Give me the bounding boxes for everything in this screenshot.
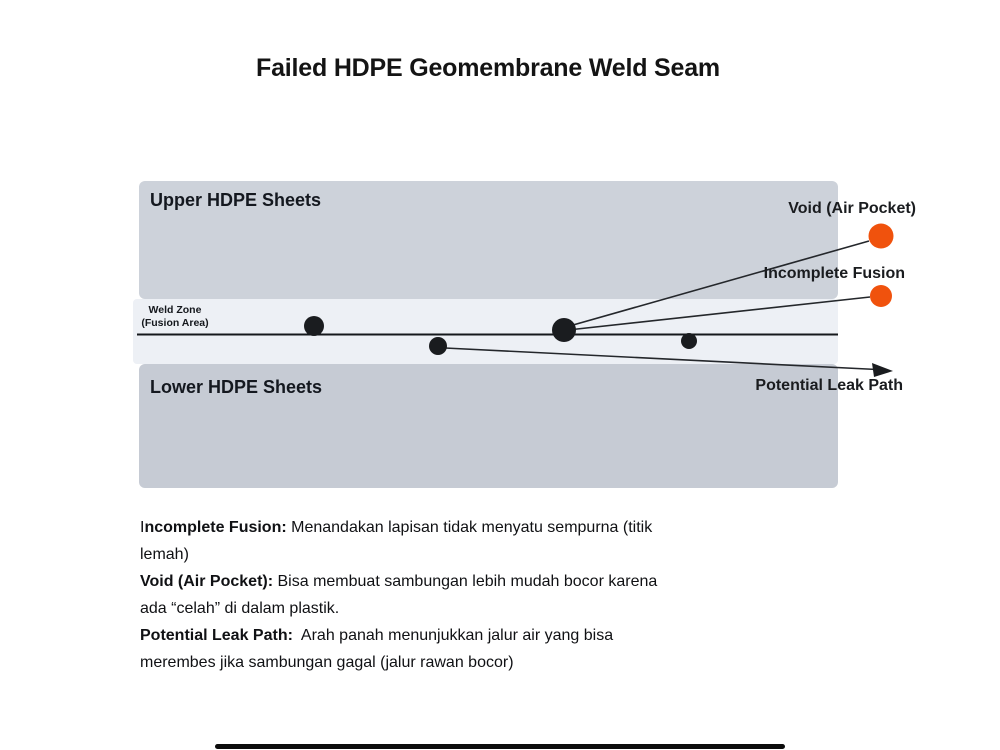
legend-line-3: Void (Air Pocket): Bisa membuat sambunga… [140, 573, 658, 590]
incomplete-fusion-marker-circle [870, 285, 892, 307]
lower-sheet-region: Lower HDPE Sheets [139, 364, 838, 488]
legend-line-6: merembes jika sambungan gagal (jalur raw… [140, 654, 514, 671]
lower-sheet-label: Lower HDPE Sheets [150, 377, 323, 397]
incomplete-fusion-label: Incomplete Fusion [763, 265, 905, 282]
weld-zone-label: Weld Zone (Fusion Area) [133, 304, 217, 329]
legend-line-1: Incomplete Fusion: Menandakan lapisan ti… [140, 519, 653, 536]
fusion-defect-dot-main [552, 318, 576, 342]
legend-text: Incomplete Fusion: Menandakan lapisan ti… [140, 514, 860, 676]
home-indicator-bar[interactable] [215, 744, 785, 749]
weld-zone-label-line1: Weld Zone [148, 304, 202, 316]
void-label: Void (Air Pocket) [788, 200, 916, 217]
fusion-defect-dot-3 [681, 333, 697, 349]
fusion-defect-dot-2 [429, 337, 447, 355]
upper-sheet-region: Upper HDPE Sheets [139, 181, 838, 299]
legend-line-4: ada “celah” di dalam plastik. [140, 600, 340, 617]
legend-line-2: lemah) [140, 546, 189, 563]
upper-sheet-label: Upper HDPE Sheets [150, 190, 322, 210]
void-marker-circle [868, 223, 894, 249]
leak-path-arrowhead [872, 363, 893, 377]
leak-path-label: Potential Leak Path [755, 377, 903, 394]
annotation-line-void [565, 240, 870, 328]
leak-path-line [444, 347, 878, 371]
weld-zone-band [133, 299, 838, 364]
annotation-line-incomplete-fusion [567, 296, 871, 331]
legend-line-5: Potential Leak Path: Arah panah menunjuk… [140, 627, 614, 644]
fusion-defect-dot-1 [304, 316, 324, 336]
diagram-title: Failed HDPE Geomembrane Weld Seam [256, 54, 720, 82]
weld-zone-label-line2: (Fusion Area) [141, 316, 209, 329]
